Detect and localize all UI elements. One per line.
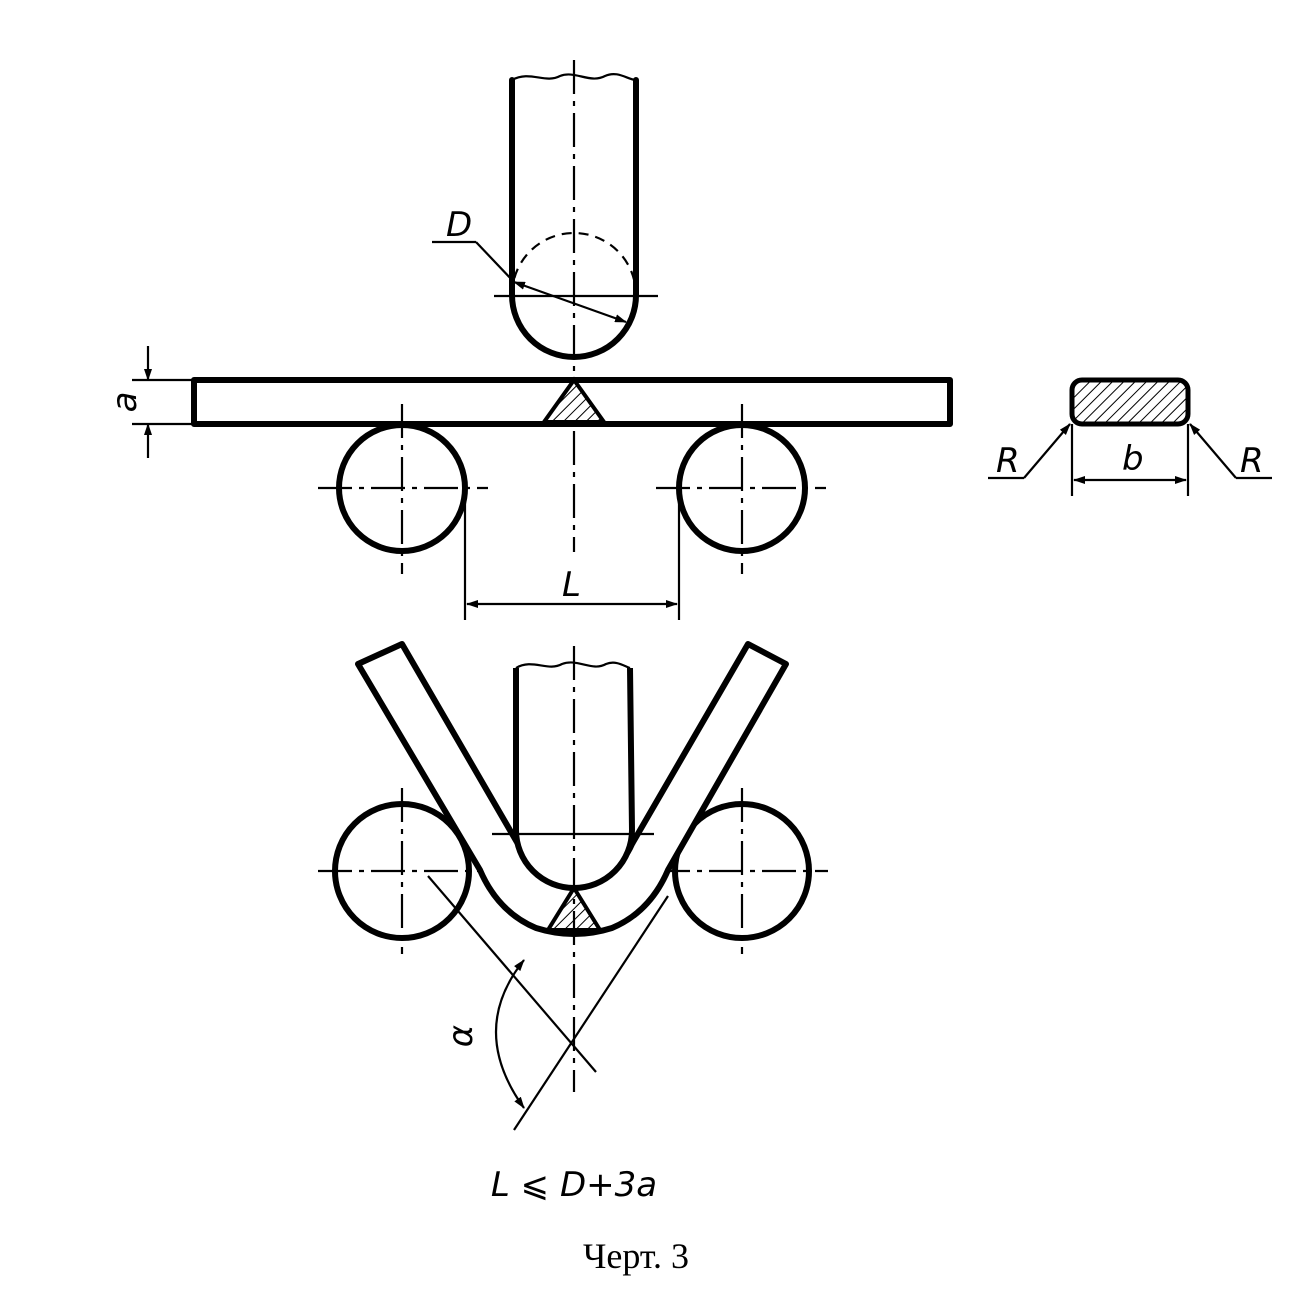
section-hatch [1069,377,1191,427]
top-view: D a L [105,60,953,620]
angle-label: α [441,1025,481,1047]
diameter-dimension: D [432,205,627,324]
span-label: L [562,565,581,605]
radius-label-right: R [1240,441,1264,481]
angle-arc [494,959,525,1109]
weld-hatch-top [540,376,608,424]
mandrel-top [494,72,658,360]
thickness-dimension: a [105,346,194,458]
span-dimension: L [463,488,681,620]
roller-right-top [656,404,826,574]
roller-left-top [318,404,488,574]
roller-right-bottom [656,788,828,954]
roller-left-bottom [318,788,490,954]
formula: L ⩽ D+3a [491,1165,657,1205]
radius-label-left: R [996,441,1020,481]
width-label: b [1122,439,1144,479]
angle-line-left [427,875,597,1073]
thickness-label: a [105,392,145,413]
figure-caption: Черт. 3 [583,1236,689,1276]
bottom-view: α [318,641,828,1131]
cross-section: b R R [988,377,1272,496]
angle-line-right [513,895,669,1131]
diameter-label: D [446,205,472,245]
